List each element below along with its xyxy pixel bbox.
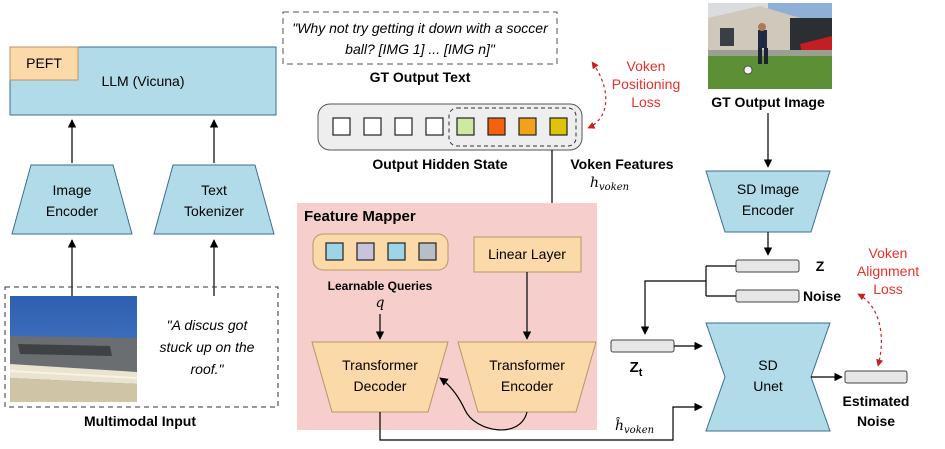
input-image xyxy=(9,296,138,402)
hidden-token xyxy=(425,117,444,136)
hidden-token xyxy=(394,117,413,136)
noise-label: Noise xyxy=(803,288,841,304)
peft-label: PEFT xyxy=(26,55,62,71)
llm-block: PEFT LLM (Vicuna) xyxy=(9,46,277,116)
transformer-decoder-line2: Decoder xyxy=(354,378,407,394)
sd-unet: SD Unet xyxy=(705,322,831,432)
query-token xyxy=(418,242,437,261)
voken-token xyxy=(518,117,537,136)
voken-token xyxy=(487,117,506,136)
voken-group xyxy=(448,107,577,147)
sd-image-encoder-line2: Encoder xyxy=(742,202,794,218)
input-quote-line3: roof." xyxy=(191,361,225,377)
hidden-token xyxy=(332,117,351,136)
learnable-queries-box xyxy=(312,233,449,271)
feature-mapper-title: Feature Mapper xyxy=(304,208,416,225)
gt-quote-line2: ball? [IMG 1] ... [IMG n]" xyxy=(345,41,496,57)
sd-image-encoder: SD Image Encoder xyxy=(705,170,831,233)
sd-unet-line1: SD xyxy=(758,357,777,373)
sd-image-encoder-line1: SD Image xyxy=(737,181,799,197)
llm-label: LLM (Vicuna) xyxy=(101,73,184,89)
gt-output-image-caption: GT Output Image xyxy=(711,94,825,110)
voken-alignment-loss-line2: Alignment xyxy=(857,263,919,279)
arrow-decoder-to-unet xyxy=(379,402,703,441)
linear-layer xyxy=(473,236,582,273)
voken-positioning-loss-arrow xyxy=(587,61,607,129)
voken-features-label: Voken Features xyxy=(570,156,673,172)
z-label: Z xyxy=(816,258,825,274)
voken-token xyxy=(456,117,475,136)
transformer-encoder: Transformer Encoder xyxy=(457,341,597,413)
output-hidden-state-caption: Output Hidden State xyxy=(372,156,508,172)
zt-latent xyxy=(610,339,675,353)
transformer-decoder-line1: Transformer xyxy=(342,357,418,373)
voken-alignment-loss-line1: Voken xyxy=(869,245,908,261)
hidden-token xyxy=(363,117,382,136)
gt-output-text-box xyxy=(282,11,558,65)
linear-layer-label: Linear Layer xyxy=(488,246,566,262)
input-quote-line1: "A discus got xyxy=(167,317,249,333)
voken-positioning-loss-line3: Loss xyxy=(631,94,661,110)
image-encoder: Image Encoder xyxy=(11,164,133,235)
arrow-to-zt xyxy=(640,280,706,335)
query-token xyxy=(356,242,375,261)
peft-box xyxy=(9,46,79,81)
zt-label: Zt xyxy=(630,359,643,379)
image-encoder-line1: Image xyxy=(53,182,92,198)
transformer-encoder-line1: Transformer xyxy=(489,357,565,373)
gt-output-image xyxy=(708,3,832,89)
sd-unet-line2: Unet xyxy=(753,378,783,394)
multimodal-input-caption: Multimodal Input xyxy=(84,413,196,429)
q-symbol: q xyxy=(376,295,385,311)
image-encoder-line2: Encoder xyxy=(46,203,98,219)
h-voken-symbol: hvoken xyxy=(590,175,629,193)
arrow-encoder-to-decoder xyxy=(439,377,528,431)
estimated-noise-line1: Estimated xyxy=(843,393,910,409)
voken-alignment-loss-line3: Loss xyxy=(873,281,903,297)
query-token xyxy=(387,242,406,261)
voken-alignment-loss-arrow xyxy=(857,293,884,367)
noise-latent xyxy=(735,289,800,303)
text-tokenizer: Text Tokenizer xyxy=(153,164,275,235)
estimated-noise-line2: Noise xyxy=(857,413,895,429)
voken-positioning-loss-line1: Voken xyxy=(627,58,666,74)
estimated-noise-latent xyxy=(844,370,908,384)
h-hat-voken-symbol: ĥvoken xyxy=(615,416,654,436)
multimodal-input-box xyxy=(4,286,279,408)
input-quote-line2: stuck up on the xyxy=(160,339,255,355)
voken-positioning-loss-line2: Positioning xyxy=(612,76,681,92)
gt-output-text-caption: GT Output Text xyxy=(370,69,471,85)
learnable-queries-label: Learnable Queries xyxy=(328,279,433,293)
gt-quote-line1: "Why not try getting it down with a socc… xyxy=(292,20,549,36)
z-latent xyxy=(735,259,800,273)
output-hidden-state xyxy=(317,103,583,151)
text-tokenizer-line2: Tokenizer xyxy=(184,203,244,219)
voken-token xyxy=(549,117,568,136)
text-tokenizer-line1: Text xyxy=(201,182,227,198)
query-token xyxy=(325,242,344,261)
transformer-encoder-line2: Encoder xyxy=(501,378,553,394)
transformer-decoder: Transformer Decoder xyxy=(311,341,449,413)
